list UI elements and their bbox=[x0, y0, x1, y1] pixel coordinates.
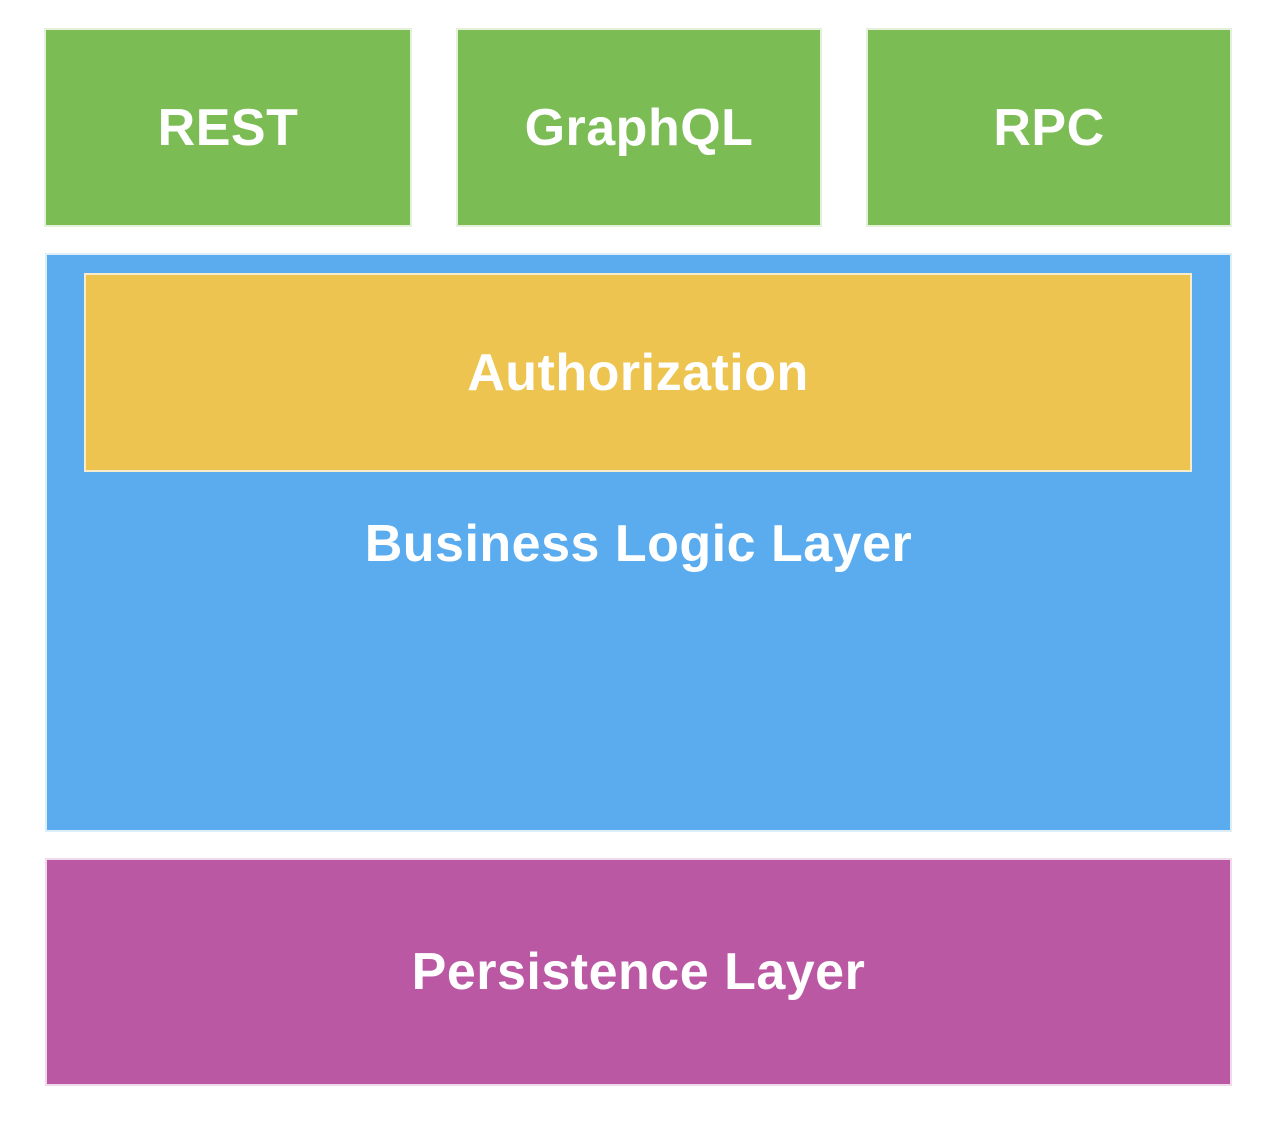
api-box-rest: REST bbox=[44, 28, 412, 227]
api-box-graphql: GraphQL bbox=[456, 28, 822, 227]
api-box-rpc-label: RPC bbox=[993, 98, 1105, 157]
api-box-graphql-label: GraphQL bbox=[524, 98, 754, 157]
authorization-box: Authorization bbox=[84, 273, 1192, 472]
business-logic-layer-box: Authorization Business Logic Layer bbox=[45, 253, 1232, 832]
business-logic-layer-label: Business Logic Layer bbox=[364, 515, 913, 573]
persistence-layer-box: Persistence Layer bbox=[45, 858, 1232, 1086]
api-box-rest-label: REST bbox=[157, 98, 299, 157]
api-box-rpc: RPC bbox=[866, 28, 1232, 227]
persistence-layer-label: Persistence Layer bbox=[411, 943, 866, 1001]
authorization-label: Authorization bbox=[467, 343, 809, 402]
